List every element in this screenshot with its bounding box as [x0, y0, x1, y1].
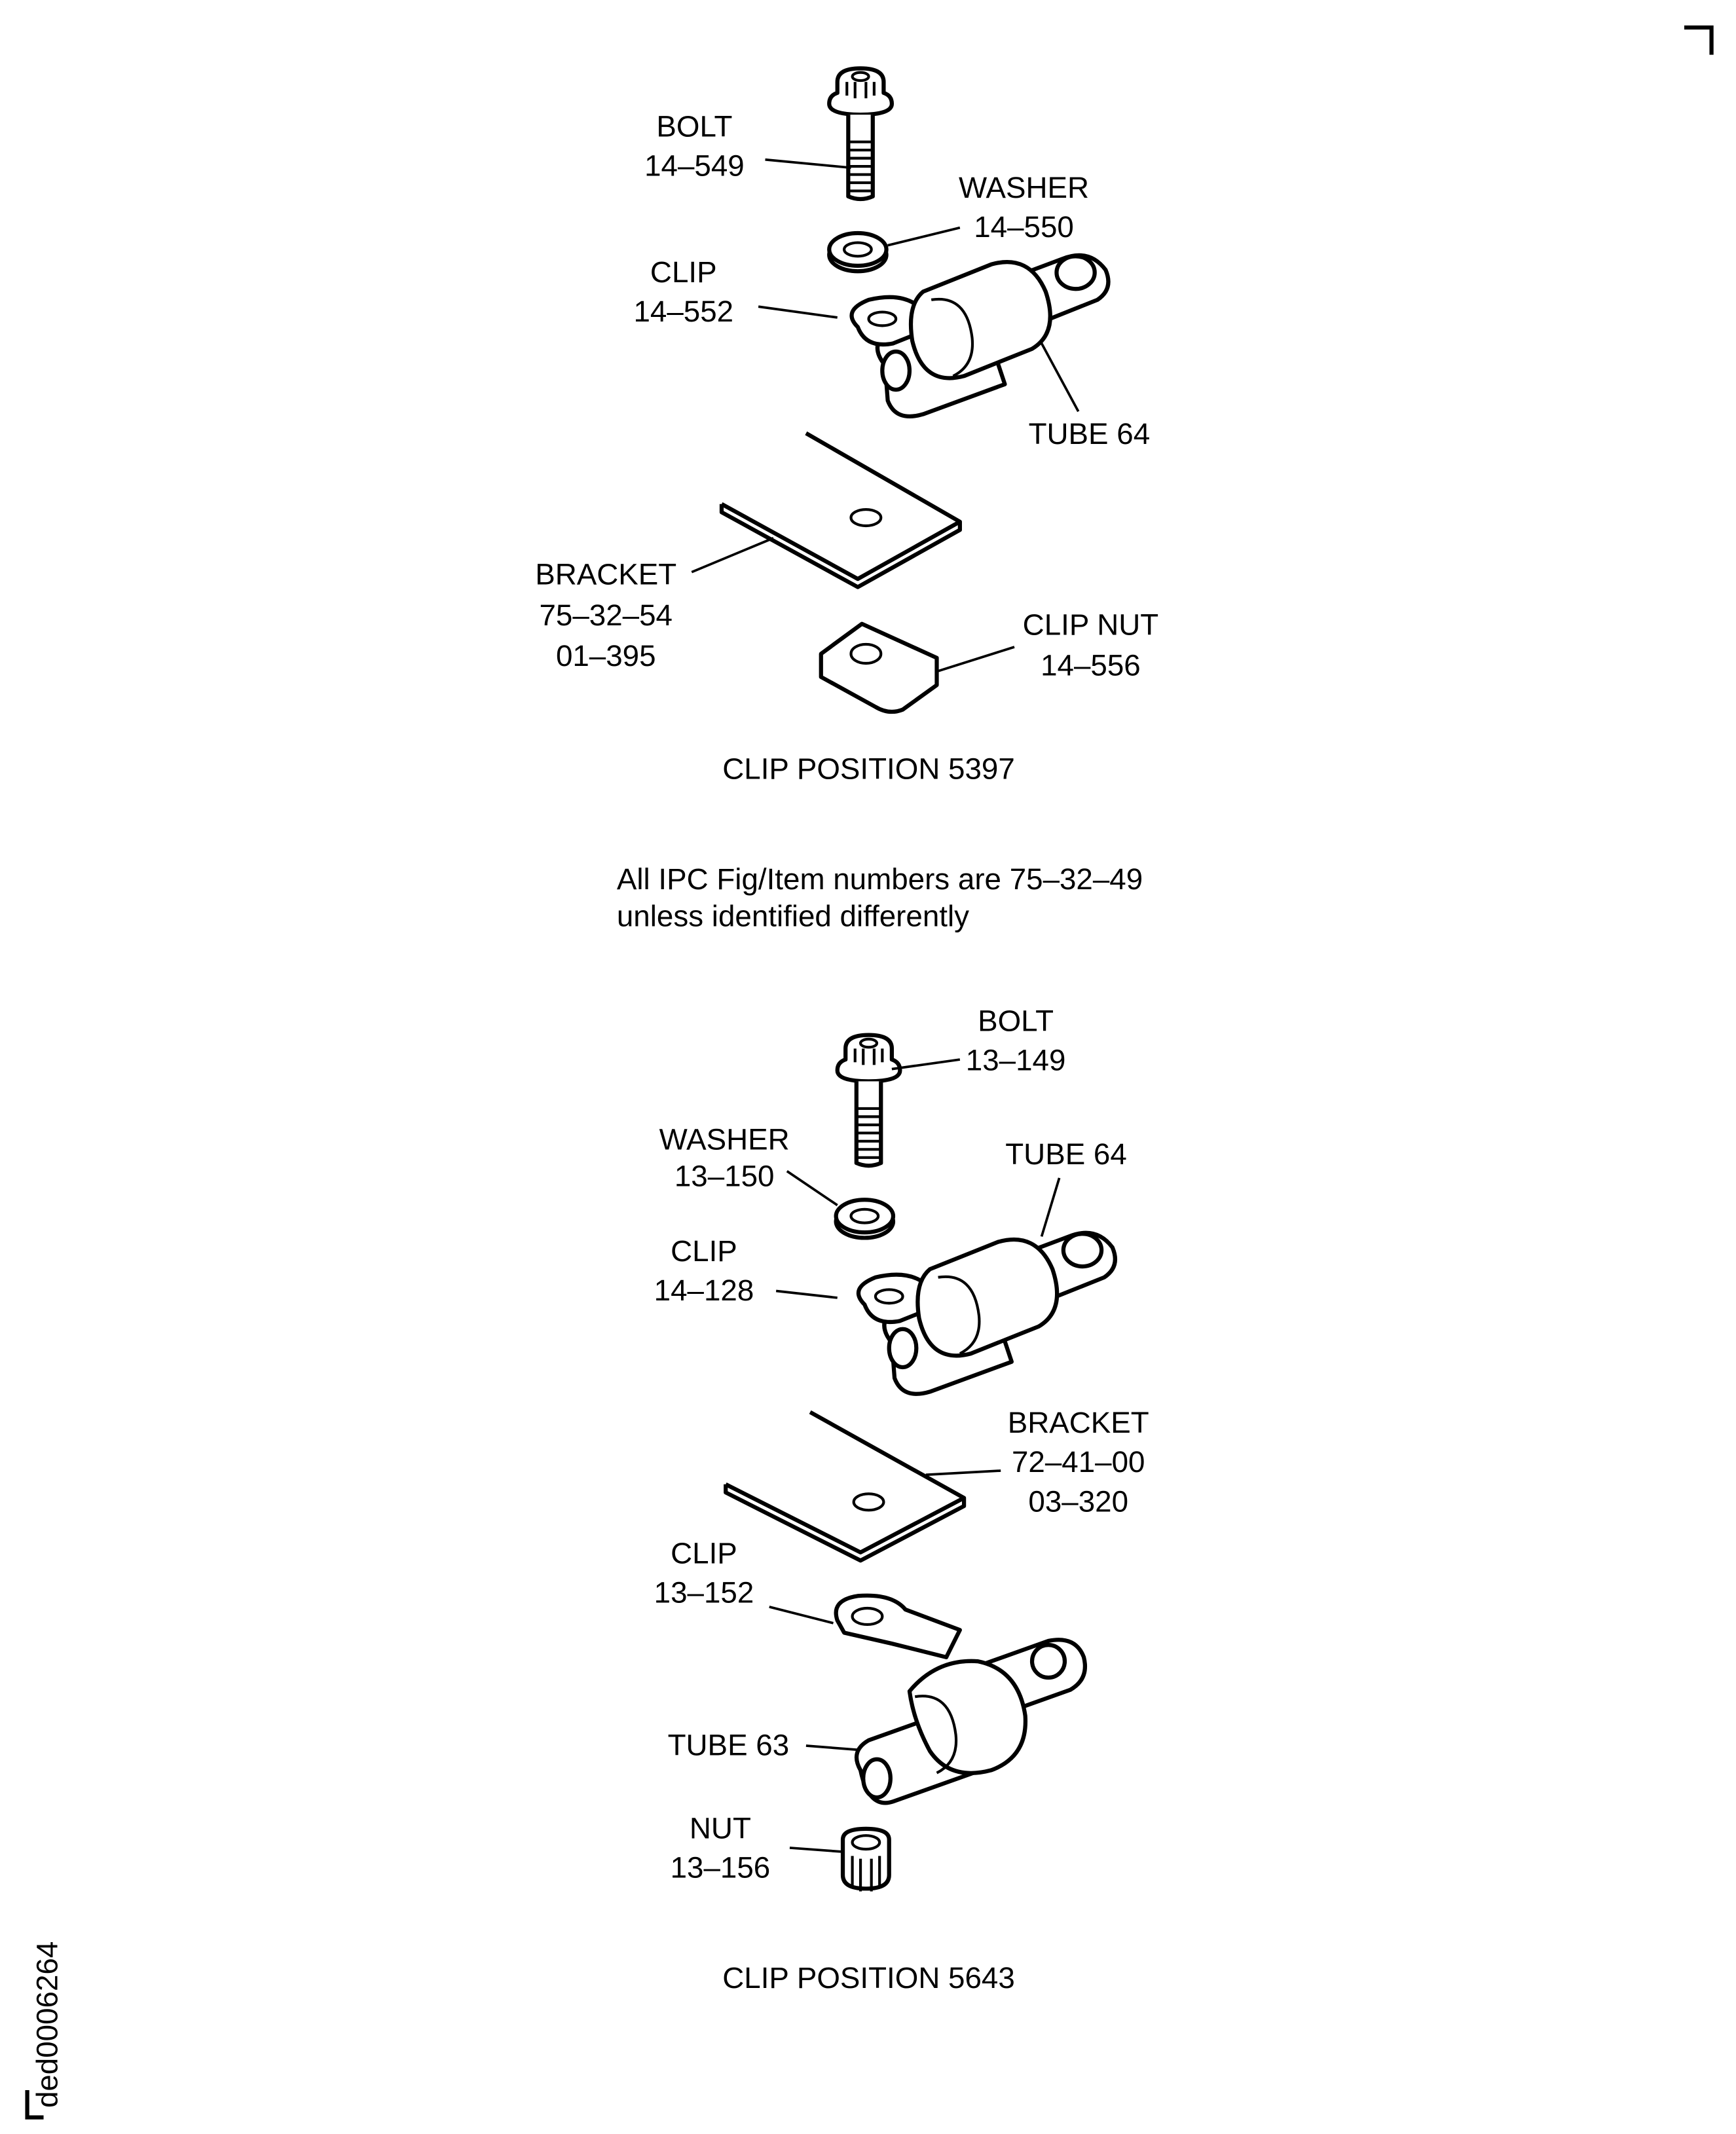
- nut-ref: 13–156: [671, 1851, 771, 1885]
- clip-label: CLIP: [650, 255, 717, 289]
- caption-5643: CLIP POSITION 5643: [722, 1961, 1015, 1995]
- bolt-ref: 14–549: [644, 149, 745, 183]
- bracket-hole: [849, 507, 883, 528]
- bracket-ref2: 01–395: [556, 639, 656, 672]
- bracket-ref1: 75–32–54: [540, 598, 673, 632]
- crop-mark-top-right: [1684, 25, 1714, 55]
- nut-drawing: [843, 1829, 889, 1892]
- position-5397: BOLT 14–549 WASHER 14–550 CLIP 14–552 TU…: [535, 68, 1159, 786]
- clip-nut-ref: 14–556: [1041, 649, 1141, 682]
- bolt-ref: 13–149: [966, 1044, 1066, 1077]
- bolt-label: BOLT: [656, 109, 732, 143]
- bracket-hole: [852, 1492, 885, 1512]
- clip-tube-upper-drawing: [859, 1233, 1115, 1394]
- clip-upper-label: CLIP: [671, 1234, 737, 1268]
- note-line-1: All IPC Fig/Item numbers are 75–32–49: [617, 862, 1143, 896]
- bracket-drawing: [724, 1410, 967, 1563]
- tube-label: TUBE 64: [1029, 417, 1151, 451]
- washer-ref: 14–550: [974, 210, 1074, 244]
- position-5643: BOLT 13–149 WASHER 13–150 TUBE 64 CLIP 1…: [654, 1004, 1149, 1995]
- figure-id: ded0006264: [30, 1941, 64, 2108]
- bolt-drawing: [829, 68, 892, 199]
- clip-nut-drawing: [819, 621, 939, 714]
- clip-lower-label: CLIP: [671, 1536, 737, 1570]
- clip-tube-drawing: [852, 255, 1109, 416]
- washer-drawing: [836, 1200, 893, 1238]
- nut-label: NUT: [690, 1811, 751, 1845]
- washer-ref: 13–150: [674, 1159, 775, 1192]
- washer-drawing: [829, 233, 886, 271]
- clip-lower-ref: 13–152: [654, 1576, 754, 1610]
- bracket-ref2: 03–320: [1028, 1484, 1128, 1518]
- bolt-label: BOLT: [978, 1004, 1054, 1037]
- bracket-label: BRACKET: [1008, 1406, 1149, 1439]
- bracket-ref1: 72–41–00: [1012, 1445, 1145, 1479]
- clip-nut-label: CLIP NUT: [1023, 608, 1159, 641]
- clip-tube-lower-drawing: [834, 1593, 1087, 1805]
- tube-upper-label: TUBE 64: [1005, 1137, 1127, 1171]
- bracket-drawing: [719, 431, 962, 589]
- tube-lower-label: TUBE 63: [668, 1729, 790, 1762]
- caption-5397: CLIP POSITION 5397: [722, 752, 1015, 786]
- bracket-label: BRACKET: [535, 557, 676, 591]
- washer-label: WASHER: [959, 171, 1089, 204]
- bolt-drawing: [838, 1035, 900, 1166]
- clip-upper-ref: 14–128: [654, 1274, 754, 1307]
- clip-ref: 14–552: [633, 295, 733, 328]
- crop-mark-bottom-left: [25, 2090, 44, 2120]
- note-line-2: unless identified differently: [617, 899, 969, 932]
- washer-label: WASHER: [659, 1122, 790, 1156]
